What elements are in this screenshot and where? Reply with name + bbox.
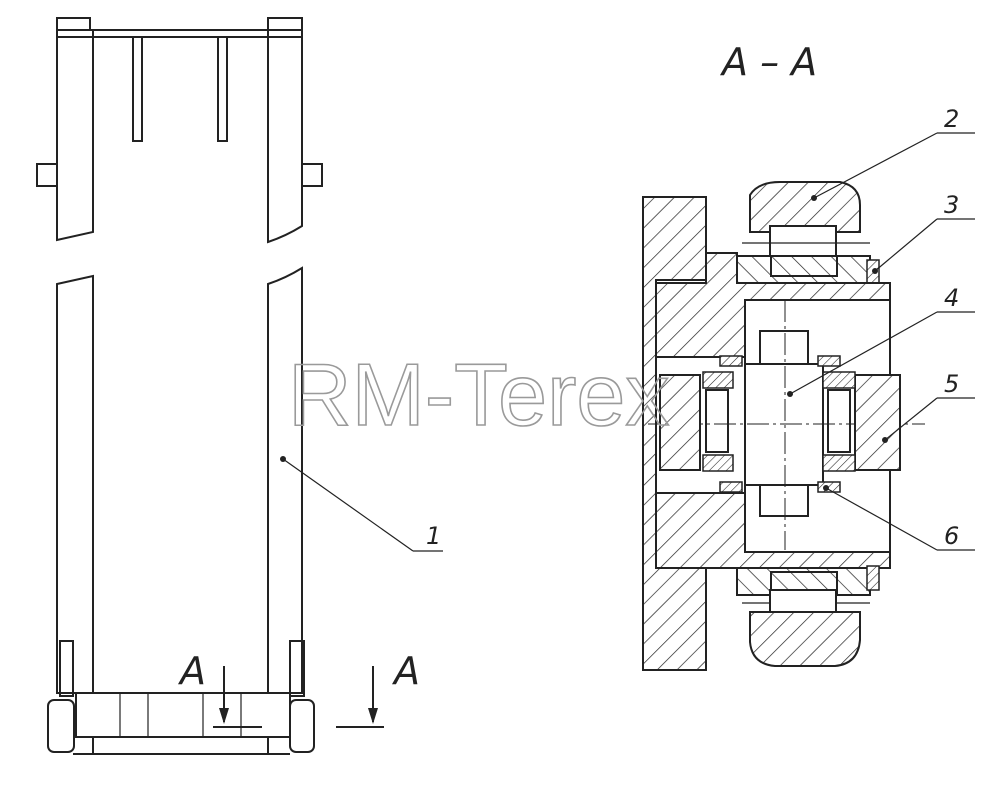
upper-roller-base bbox=[736, 255, 871, 284]
right-rail-upper bbox=[267, 30, 303, 244]
inner-plate-right bbox=[217, 36, 228, 142]
left-rail-upper bbox=[56, 30, 94, 242]
watermark-text: RM-Terex bbox=[288, 345, 669, 444]
roller-elements-right bbox=[827, 389, 851, 453]
right-side-pin bbox=[301, 163, 323, 187]
callout-3: 3 bbox=[944, 191, 959, 219]
callout-5: 5 bbox=[944, 370, 959, 398]
lower-roller-tyre bbox=[749, 611, 861, 667]
roller-elements-left bbox=[705, 389, 729, 453]
seal-top-right bbox=[817, 355, 841, 367]
section-view-a-a: A – A bbox=[642, 40, 975, 671]
seal-bottom-right bbox=[817, 481, 841, 493]
right-rail-lower bbox=[267, 266, 303, 694]
section-mark-right: A bbox=[391, 649, 420, 693]
seal-top-left bbox=[719, 355, 743, 367]
left-rail-lower bbox=[56, 274, 94, 694]
section-title: A – A bbox=[719, 40, 817, 84]
retaining-ring-bottom bbox=[866, 565, 880, 591]
left-bottom-roller bbox=[47, 699, 75, 753]
frame-front-view: A A 1 bbox=[36, 17, 443, 755]
section-mark-left: A bbox=[177, 649, 206, 693]
right-top-cap bbox=[267, 17, 303, 31]
upper-roller-tyre bbox=[749, 181, 861, 233]
outer-ring-right bbox=[854, 374, 901, 471]
right-bottom-roller bbox=[289, 699, 315, 753]
callout-1: 1 bbox=[426, 522, 441, 550]
bottom-cross-member bbox=[75, 692, 291, 738]
outer-ring-left bbox=[659, 374, 701, 471]
seal-bottom-left bbox=[719, 481, 743, 493]
inner-plate-left bbox=[132, 36, 143, 142]
callout-4: 4 bbox=[944, 284, 959, 312]
callout-6: 6 bbox=[944, 522, 959, 550]
callout-2: 2 bbox=[944, 105, 959, 133]
left-top-cap bbox=[56, 17, 91, 31]
left-side-pin bbox=[36, 163, 58, 187]
